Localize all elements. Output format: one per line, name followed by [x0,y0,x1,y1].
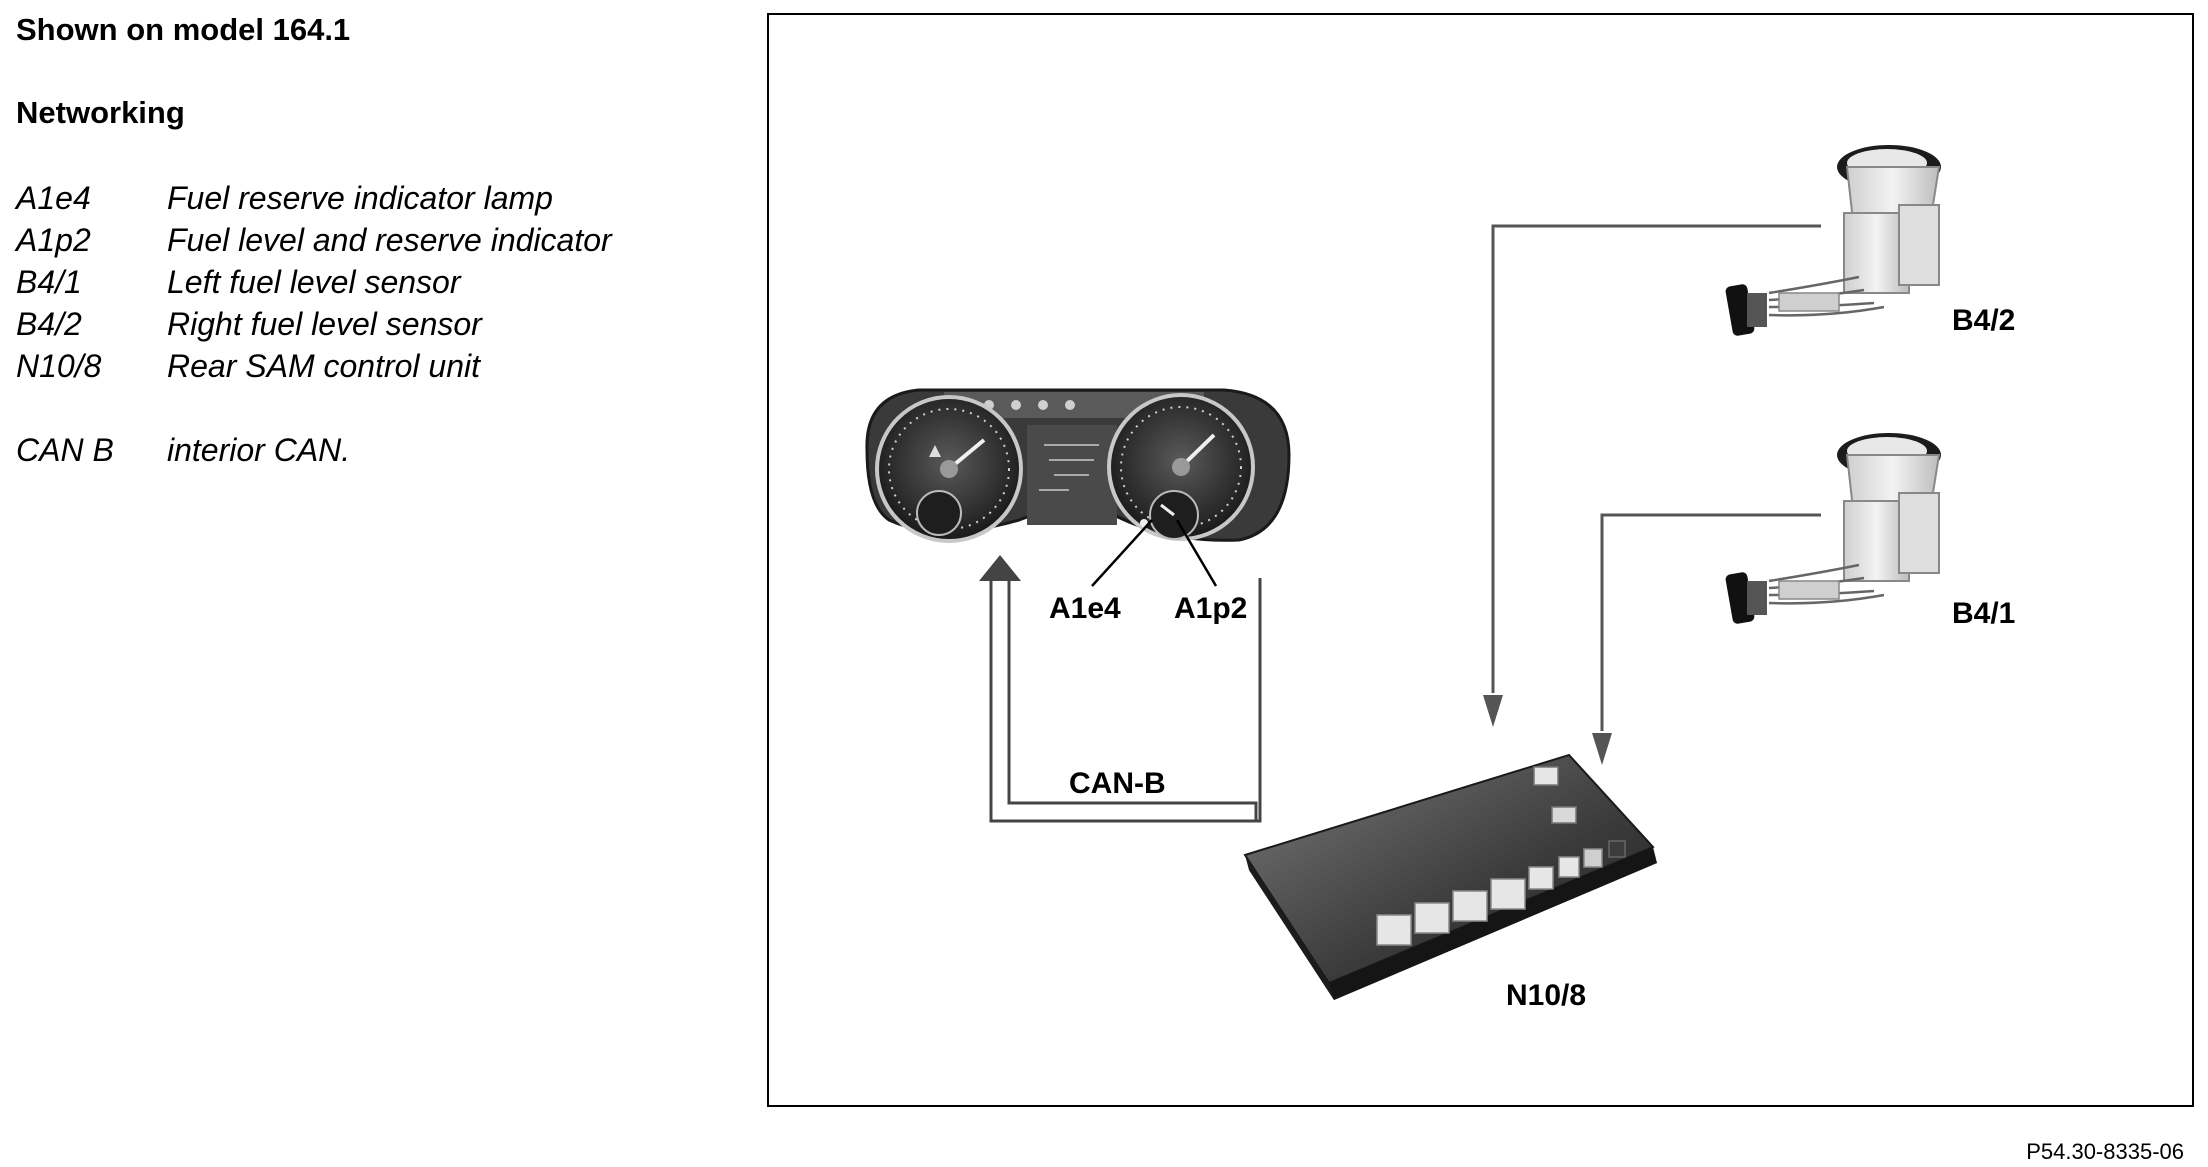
can-b-bus-line [1256,578,1262,823]
instrument-cluster-icon [865,388,1291,543]
legend-desc: interior CAN. [167,431,351,468]
legend-row: B4/2 Right fuel level sensor [16,303,612,345]
legend-desc: Fuel level and reserve indicator [167,221,612,258]
control-unit-icon [1243,753,1657,1000]
legend: A1e4 Fuel reserve indicator lamp A1p2 Fu… [16,177,612,471]
a1p2-label: A1p2 [1174,592,1247,625]
b42-arrowhead [1483,695,1503,727]
b42-signal-line [1491,224,1821,693]
legend-desc: Left fuel level sensor [167,263,461,300]
a1e4-label: A1e4 [1049,592,1121,625]
legend-desc: Right fuel level sensor [167,305,482,342]
legend-code: N10/8 [16,347,102,384]
a1p2-pointer [1175,519,1218,587]
legend-row: A1e4 Fuel reserve indicator lamp [16,177,612,219]
figure-reference: P54.30-8335-06 [2026,1139,2184,1164]
section-heading: Networking [16,95,185,130]
b41-arrowhead [1592,733,1612,765]
legend-row: A1p2 Fuel level and reserve indicator [16,219,612,261]
diagram-frame: A1e4 A1p2 CAN-B B4/2 [767,13,2194,1107]
b41-label: B4/1 [1952,597,2015,630]
can-b-label: CAN-B [1069,767,1166,800]
legend-row: B4/1 Left fuel level sensor [16,261,612,303]
legend-desc: Rear SAM control unit [167,347,481,384]
legend-code: B4/1 [16,263,82,300]
fuel-sensor-icon [1725,145,1941,336]
legend-row: N10/8 Rear SAM control unit [16,345,612,387]
legend-code: CAN B [16,431,114,468]
legend-desc: Fuel reserve indicator lamp [167,179,553,216]
legend-code: A1p2 [16,221,91,258]
fuel-sensor-icon [1725,433,1941,624]
b42-label: B4/2 [1952,304,2015,337]
legend-row: CAN B interior CAN. [16,429,612,471]
b41-signal-line [1600,513,1821,731]
model-heading: Shown on model 164.1 [16,12,351,47]
n108-label: N10/8 [1506,979,1586,1012]
can-b-arrowhead [979,555,1021,581]
can-b-inner-line [1007,578,1258,821]
legend-code: A1e4 [16,179,91,216]
network-diagram: A1e4 A1p2 CAN-B B4/2 [865,145,2015,1012]
a1e4-pointer [1091,519,1153,587]
legend-code: B4/2 [16,305,82,342]
can-b-outer-line [989,578,1256,823]
